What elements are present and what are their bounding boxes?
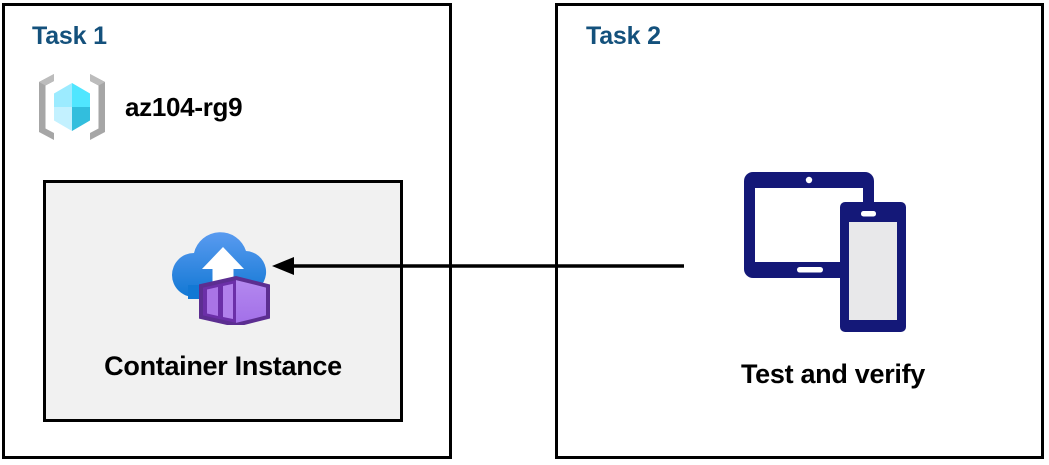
container-instance-label: Container Instance (104, 350, 342, 381)
azure-resource-group-icon (39, 74, 105, 140)
azure-container-instance-icon (172, 231, 270, 325)
resource-group-row: az104-rg9 (33, 68, 243, 146)
tablet-and-phone-devices-icon (744, 172, 906, 332)
container-instance-card: Container Instance (43, 180, 403, 422)
panel-task-1: Task 1 az104-rg9 (2, 3, 452, 459)
test-and-verify-label: Test and verify (740, 359, 926, 389)
panel-task-2-title: Task 2 (586, 22, 661, 50)
resource-group-label: az104-rg9 (125, 91, 243, 122)
panel-task-1-title: Task 1 (32, 22, 107, 50)
panel-task-2: Task 2 Test and verify (555, 3, 1044, 459)
test-and-verify-node: Test and verify (683, 166, 983, 390)
